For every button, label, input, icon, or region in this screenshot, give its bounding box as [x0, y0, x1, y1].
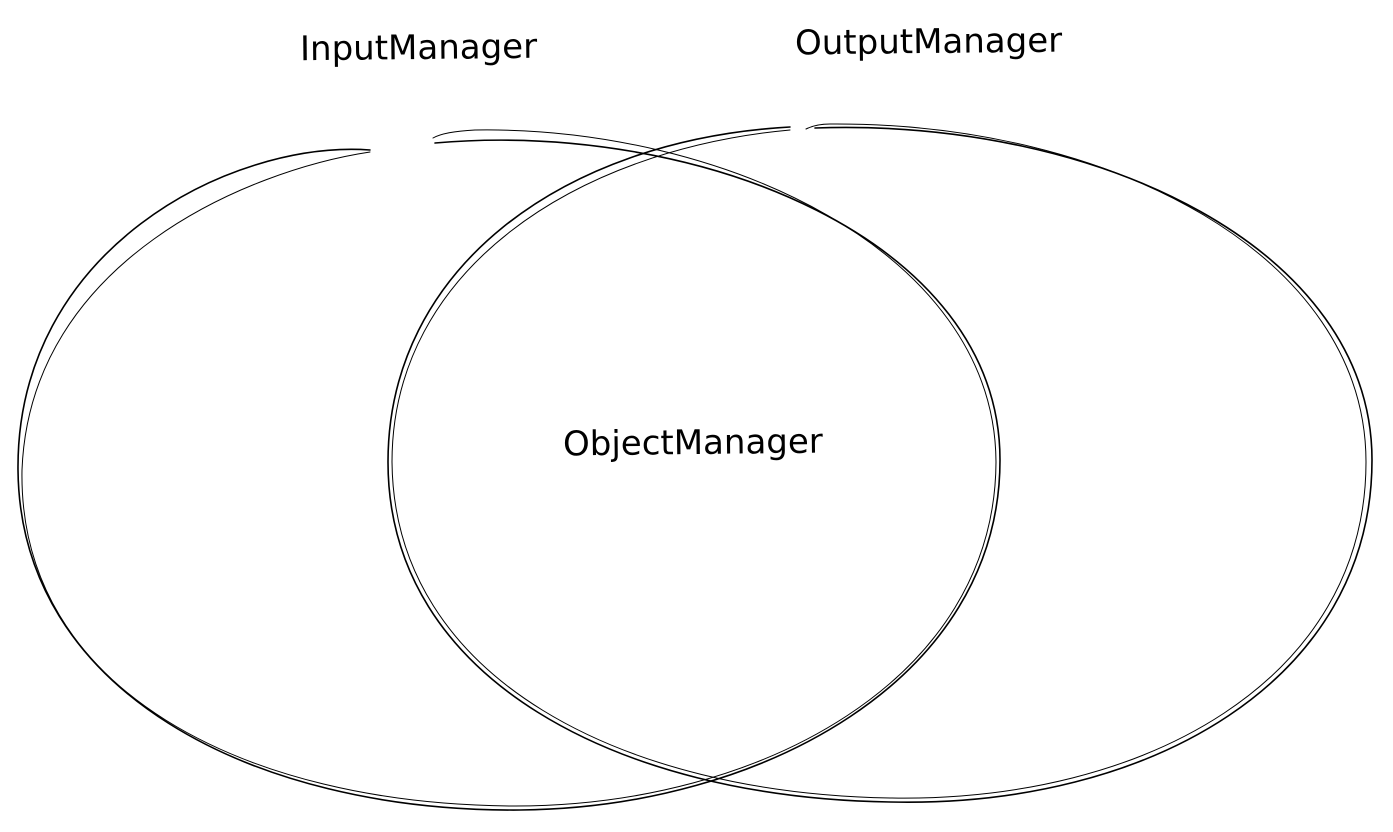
input-manager-label: InputManager: [299, 26, 538, 70]
object-manager-label: ObjectManager: [562, 421, 823, 465]
output-manager-ellipse[interactable]: [387, 123, 1373, 803]
input-manager-ellipse[interactable]: [17, 129, 1001, 811]
input-ellipse-stroke-a: [17, 139, 1001, 811]
output-manager-label: OutputManager: [794, 20, 1063, 64]
output-ellipse-stroke-b: [391, 123, 1367, 799]
output-ellipse-stroke-a: [387, 126, 1373, 803]
input-ellipse-stroke-b: [21, 129, 997, 807]
